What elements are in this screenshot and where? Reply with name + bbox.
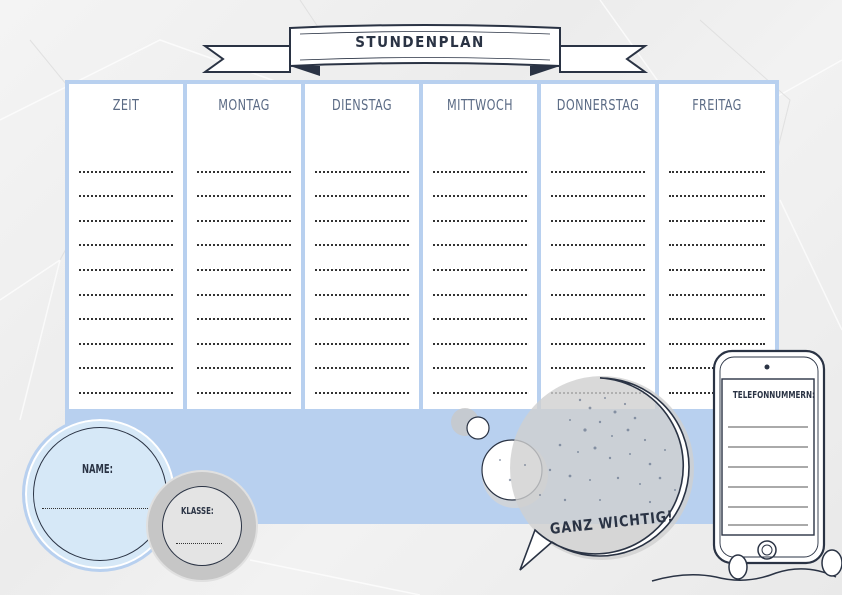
entry-line[interactable] [551, 197, 645, 222]
entry-line[interactable] [197, 197, 291, 222]
entry-line[interactable] [551, 345, 645, 370]
entry-line[interactable] [197, 271, 291, 296]
entry-line[interactable] [433, 345, 527, 370]
column-header: MONTAG [218, 96, 270, 114]
speech-bubble-illustration [451, 376, 694, 571]
entry-line[interactable] [551, 173, 645, 198]
entry-line[interactable] [315, 246, 409, 271]
entry-line[interactable] [79, 296, 173, 321]
entry-line[interactable] [79, 173, 173, 198]
name-circle-outline [33, 427, 167, 561]
time-slot-lines [433, 148, 527, 394]
entry-line[interactable] [433, 320, 527, 345]
telefonnummern-label: TELEFONNUMMERN: [732, 390, 815, 401]
entry-line[interactable] [79, 197, 173, 222]
entry-line[interactable] [315, 271, 409, 296]
entry-line[interactable] [551, 320, 645, 345]
entry-line[interactable] [315, 197, 409, 222]
entry-line[interactable] [433, 271, 527, 296]
entry-line[interactable] [551, 222, 645, 247]
entry-line[interactable] [197, 345, 291, 370]
entry-line[interactable] [669, 173, 765, 198]
entry-line[interactable] [551, 246, 645, 271]
column-header: FREITAG [692, 96, 742, 114]
entry-line[interactable] [433, 222, 527, 247]
entry-line[interactable] [315, 222, 409, 247]
klasse-circle-outline [162, 486, 242, 566]
column-header: DIENSTAG [332, 96, 392, 114]
entry-line[interactable] [315, 148, 409, 173]
entry-line[interactable] [197, 320, 291, 345]
entry-line[interactable] [79, 320, 173, 345]
phone-illustration [651, 349, 842, 582]
time-slot-lines [197, 148, 291, 394]
entry-line[interactable] [433, 296, 527, 321]
entry-line[interactable] [315, 345, 409, 370]
entry-line[interactable] [433, 197, 527, 222]
entry-line[interactable] [669, 271, 765, 296]
klasse-label: KLASSE: [181, 506, 214, 517]
klasse-input-line[interactable] [176, 543, 222, 544]
entry-line[interactable] [197, 148, 291, 173]
entry-line[interactable] [197, 246, 291, 271]
entry-line[interactable] [669, 148, 765, 173]
entry-line[interactable] [79, 246, 173, 271]
entry-line[interactable] [315, 296, 409, 321]
entry-line[interactable] [551, 296, 645, 321]
entry-line[interactable] [433, 148, 527, 173]
name-input-line[interactable] [42, 508, 152, 509]
column-header: ZEIT [112, 96, 140, 114]
entry-line[interactable] [551, 271, 645, 296]
entry-line[interactable] [669, 197, 765, 222]
column-montag: MONTAG [187, 84, 301, 409]
entry-line[interactable] [79, 271, 173, 296]
column-dienstag: DIENSTAG [305, 84, 419, 409]
entry-line[interactable] [669, 222, 765, 247]
entry-line[interactable] [669, 246, 765, 271]
entry-line[interactable] [197, 369, 291, 394]
entry-line[interactable] [79, 345, 173, 370]
time-slot-lines [315, 148, 409, 394]
klasse-circle [146, 470, 258, 582]
entry-line[interactable] [315, 369, 409, 394]
column-donnerstag: DONNERSTAG [541, 84, 655, 409]
entry-line[interactable] [315, 320, 409, 345]
time-slot-lines [551, 148, 645, 394]
entry-line[interactable] [197, 296, 291, 321]
title-banner [201, 24, 649, 76]
entry-line[interactable] [669, 296, 765, 321]
entry-line[interactable] [433, 369, 527, 394]
entry-line[interactable] [433, 173, 527, 198]
entry-line[interactable] [79, 222, 173, 247]
entry-line[interactable] [433, 246, 527, 271]
entry-line[interactable] [197, 173, 291, 198]
entry-line[interactable] [551, 148, 645, 173]
entry-line[interactable] [79, 369, 173, 394]
column-header: DONNERSTAG [556, 96, 640, 114]
entry-line[interactable] [315, 173, 409, 198]
page-title: STUNDENPLAN [355, 33, 485, 51]
column-header: MITTWOCH [447, 96, 513, 114]
entry-line[interactable] [197, 222, 291, 247]
column-mittwoch: MITTWOCH [423, 84, 537, 409]
name-label: NAME: [82, 462, 113, 476]
time-slot-lines [79, 148, 173, 394]
entry-line[interactable] [79, 148, 173, 173]
column-zeit: ZEIT [69, 84, 183, 409]
entry-line[interactable] [669, 320, 765, 345]
